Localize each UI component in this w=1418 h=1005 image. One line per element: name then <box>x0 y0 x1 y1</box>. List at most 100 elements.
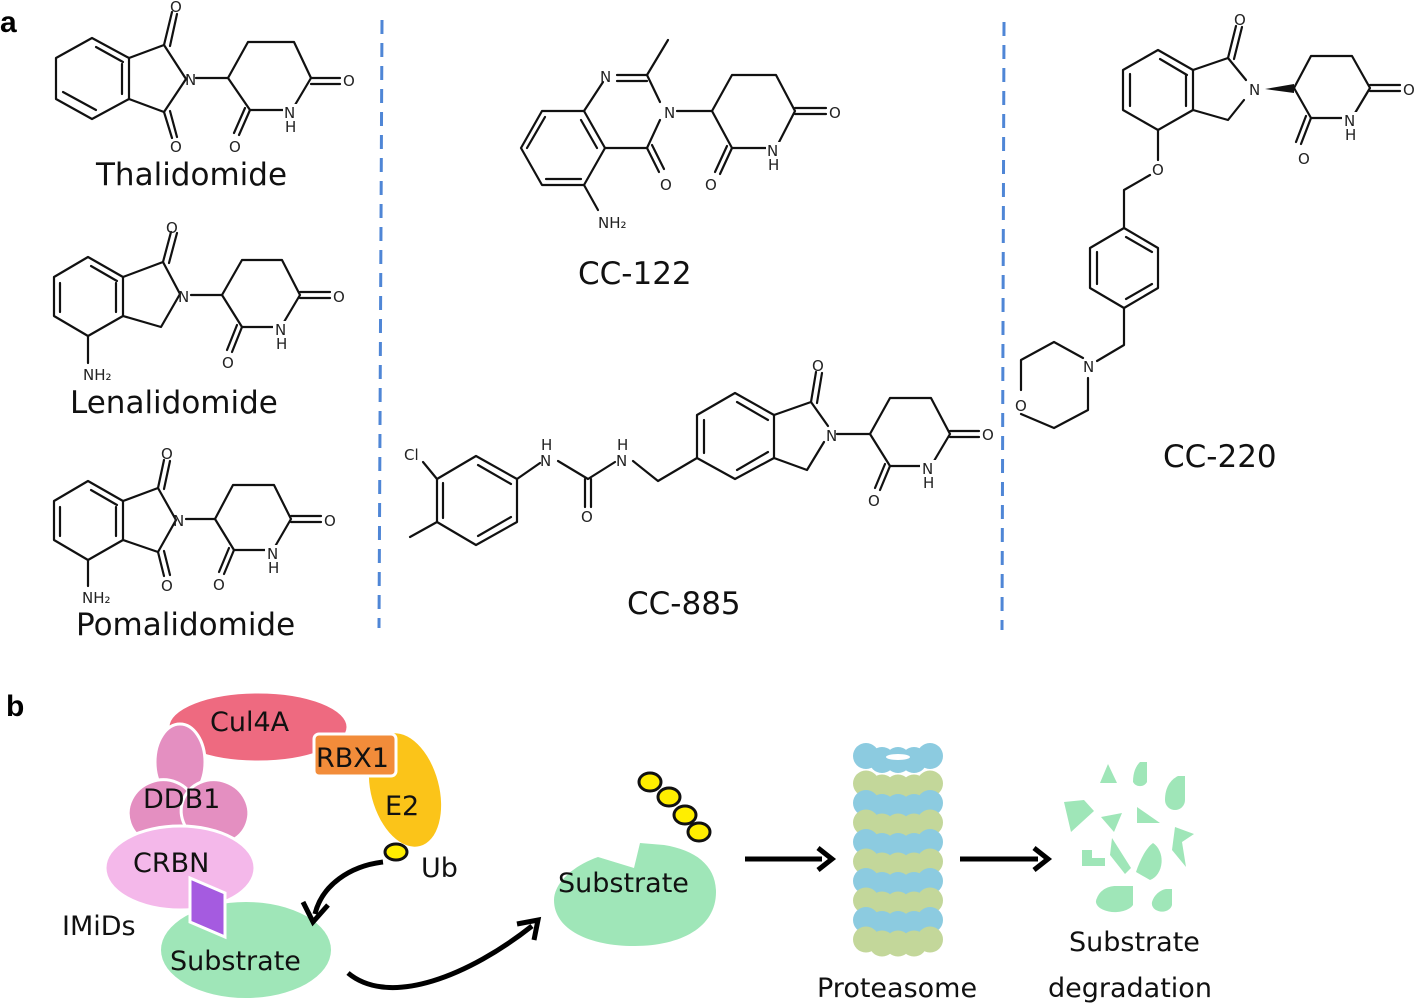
fragment <box>1136 843 1162 880</box>
proteasome-subunit <box>917 829 943 855</box>
ub-chain-unit <box>686 821 712 843</box>
divider-right <box>1000 21 1006 631</box>
svg-text:H: H <box>285 118 296 136</box>
svg-text:N: N <box>664 104 675 122</box>
proteasome-subunit <box>917 887 943 914</box>
svg-text:N: N <box>1083 358 1094 376</box>
svg-text:N: N <box>1249 81 1260 99</box>
svg-text:NH₂: NH₂ <box>82 589 111 607</box>
compound-name-cc-885: CC-885 <box>627 586 741 622</box>
proteasome-ring <box>853 770 943 801</box>
proteasome-ring <box>853 926 943 957</box>
cc-122-structure: N N O NH₂ O N H O <box>519 38 841 232</box>
fragment <box>1064 800 1094 832</box>
degradation-label-line1: Substrate <box>1069 927 1200 958</box>
svg-text:N: N <box>1344 112 1355 130</box>
svg-text:N: N <box>767 142 778 160</box>
polyubiquitin-chain <box>637 771 712 843</box>
cc-885-structure: Cl H N O H N O N O N H O <box>404 357 994 547</box>
svg-text:O: O <box>705 176 717 194</box>
arrowhead-to-proteasome <box>816 846 837 872</box>
panel-label-a: a <box>0 6 17 39</box>
svg-text:O: O <box>581 508 593 526</box>
svg-text:O: O <box>324 512 336 530</box>
svg-text:O: O <box>1234 11 1246 29</box>
proteasome-subunit <box>917 790 943 816</box>
svg-text:N: N <box>178 288 189 306</box>
svg-text:N: N <box>922 460 933 478</box>
proteasome-subunit <box>917 926 943 953</box>
fragment <box>1110 838 1131 874</box>
proteasome-ring <box>853 809 943 840</box>
fragment <box>1151 889 1172 912</box>
svg-text:N: N <box>826 427 837 445</box>
substrate-bound-label: Substrate <box>170 946 301 977</box>
proteasome-subunit <box>917 809 943 836</box>
svg-text:O: O <box>333 288 345 306</box>
degraded-fragments <box>1064 762 1194 913</box>
transfer-arrow <box>312 859 384 915</box>
fragment <box>1100 764 1117 783</box>
rbx1-label: RBX1 <box>316 743 389 774</box>
proteasome-ring <box>853 887 943 918</box>
svg-text:O: O <box>166 219 178 237</box>
proteasome-subunit <box>917 848 943 875</box>
compound-name-thalidomide: Thalidomide <box>95 157 287 193</box>
svg-text:N: N <box>173 512 184 530</box>
release-arrow <box>346 924 534 990</box>
rbx1-shape <box>312 732 398 778</box>
svg-text:O: O <box>222 354 234 372</box>
compound-name-cc-220: CC-220 <box>1163 439 1277 475</box>
fragment <box>1133 762 1147 787</box>
svg-text:N: N <box>275 321 286 339</box>
substrate-ubiquitinated-label: Substrate <box>558 868 689 899</box>
fragment <box>1172 827 1194 867</box>
ub-chain-unit <box>637 771 663 793</box>
svg-text:O: O <box>660 176 672 194</box>
svg-text:H: H <box>541 436 552 454</box>
svg-text:NH₂: NH₂ <box>83 366 112 384</box>
fragment <box>1165 776 1185 810</box>
proteasome-subunit <box>917 907 943 933</box>
svg-text:O: O <box>868 492 880 510</box>
proteasome-ring <box>853 907 943 937</box>
release-arrowhead <box>516 916 542 941</box>
proteasome-subunit <box>917 743 943 769</box>
svg-text:Cl: Cl <box>404 446 419 464</box>
fragment <box>1095 886 1133 913</box>
proteasome-label: Proteasome <box>817 973 977 1004</box>
svg-text:O: O <box>812 357 824 375</box>
svg-text:H: H <box>923 474 934 492</box>
fragment <box>1082 850 1105 866</box>
crbn-label: CRBN <box>133 848 209 879</box>
svg-text:O: O <box>161 445 173 463</box>
ub-molecule <box>383 842 409 862</box>
transfer-arrowhead <box>300 900 330 927</box>
substrate-ubiquitinated-shape <box>554 843 716 946</box>
degradation-label-line2: degradation <box>1048 973 1212 1004</box>
arrowhead-to-degradation <box>1032 846 1053 872</box>
svg-text:N: N <box>185 71 196 89</box>
ub-chain-unit <box>672 804 698 826</box>
compound-name-lenalidomide: Lenalidomide <box>70 385 278 421</box>
svg-text:O: O <box>1403 81 1415 99</box>
svg-text:O: O <box>1298 150 1310 168</box>
svg-text:H: H <box>1345 126 1356 144</box>
svg-text:O: O <box>829 104 841 122</box>
svg-text:N: N <box>600 68 611 86</box>
divider-left <box>377 19 384 629</box>
svg-text:O: O <box>161 577 173 595</box>
panel-label-b: b <box>6 690 24 723</box>
proteasome-opening <box>886 754 910 760</box>
cul4a-label: Cul4A <box>210 707 290 738</box>
svg-text:O: O <box>1015 397 1027 415</box>
svg-text:N: N <box>616 452 627 470</box>
svg-text:H: H <box>617 436 628 454</box>
fragment <box>1137 807 1160 823</box>
svg-text:O: O <box>170 0 182 16</box>
pomalidomide-structure: O N O NH₂ O N H O <box>52 445 336 607</box>
svg-text:O: O <box>343 72 355 90</box>
fragment <box>1101 813 1122 832</box>
thalidomide-structure: O N O O N H O <box>54 0 355 156</box>
